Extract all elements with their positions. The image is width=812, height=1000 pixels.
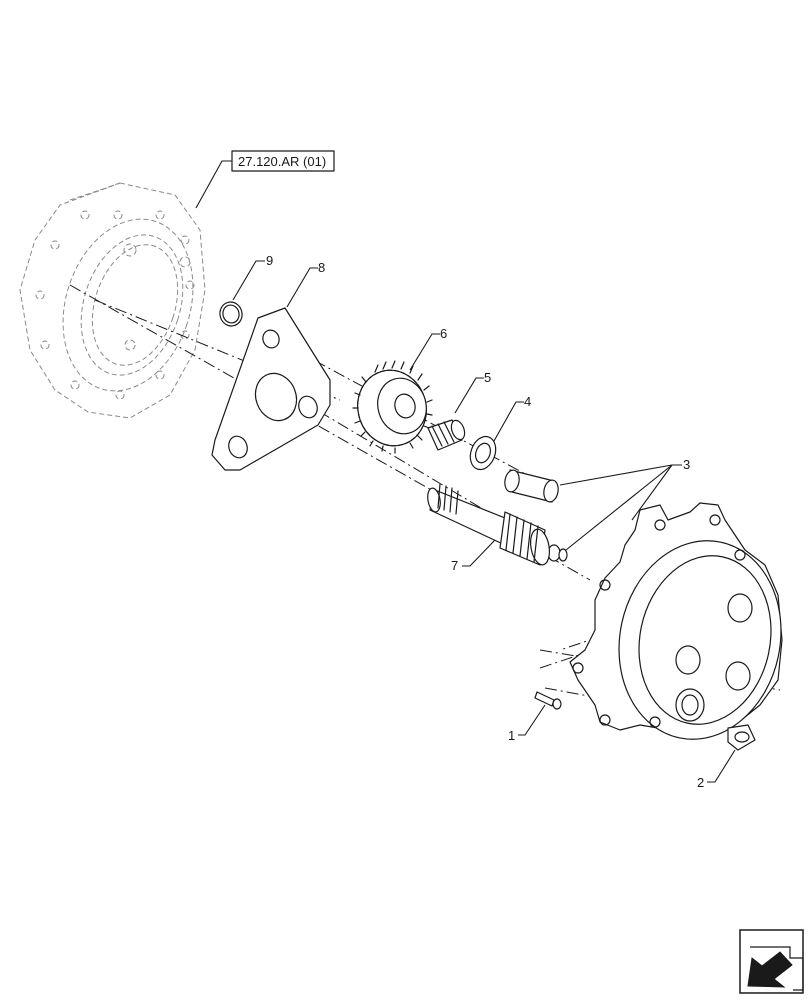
callout-6: 6 xyxy=(440,326,447,341)
callout-4: 4 xyxy=(524,394,531,409)
callout-3: 3 xyxy=(683,457,690,472)
part-4-washer[interactable] xyxy=(466,401,524,473)
part-1-screw[interactable] xyxy=(518,691,562,736)
part-8-plate[interactable] xyxy=(211,267,331,471)
callout-7: 7 xyxy=(451,558,458,573)
callout-2: 2 xyxy=(697,775,704,790)
callout-3-leaders xyxy=(559,464,682,551)
reference-housing xyxy=(19,182,206,419)
part-3-pin-large[interactable] xyxy=(503,469,560,503)
callout-1: 1 xyxy=(508,728,515,743)
part-6-gear[interactable] xyxy=(349,333,440,454)
callout-5: 5 xyxy=(484,370,491,385)
part-7-splined-shaft[interactable] xyxy=(426,483,552,567)
main-flange-housing[interactable] xyxy=(569,502,799,754)
callout-numbers: 9 8 6 5 4 3 7 1 2 xyxy=(266,253,704,790)
arrow-navigation-icon[interactable] xyxy=(739,929,804,994)
part-5-needle-bearing[interactable] xyxy=(427,377,484,451)
part-3-pin-small[interactable] xyxy=(547,544,568,562)
part-2-plug[interactable] xyxy=(707,724,756,783)
callout-8: 8 xyxy=(318,260,325,275)
reference-callout[interactable]: 27.120.AR (01) xyxy=(195,150,335,209)
callout-9: 9 xyxy=(266,253,273,268)
reference-label: 27.120.AR (01) xyxy=(238,154,326,169)
part-9-snap-ring[interactable] xyxy=(217,260,265,328)
